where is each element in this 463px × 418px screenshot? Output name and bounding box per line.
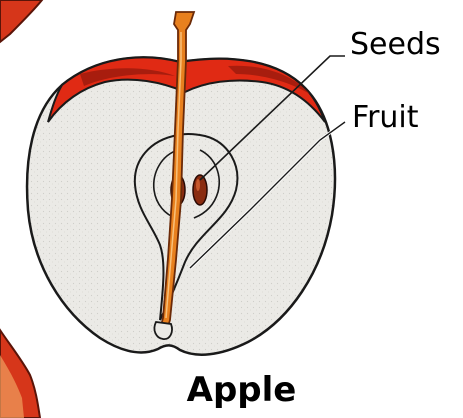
blossom-end <box>154 322 172 339</box>
fruit-label: Fruit <box>352 103 419 133</box>
diagram-title: Apple <box>0 373 463 407</box>
left-edge-skin-top <box>0 0 42 42</box>
seed-right-highlight <box>196 179 200 191</box>
seeds-label: Seeds <box>350 30 441 60</box>
